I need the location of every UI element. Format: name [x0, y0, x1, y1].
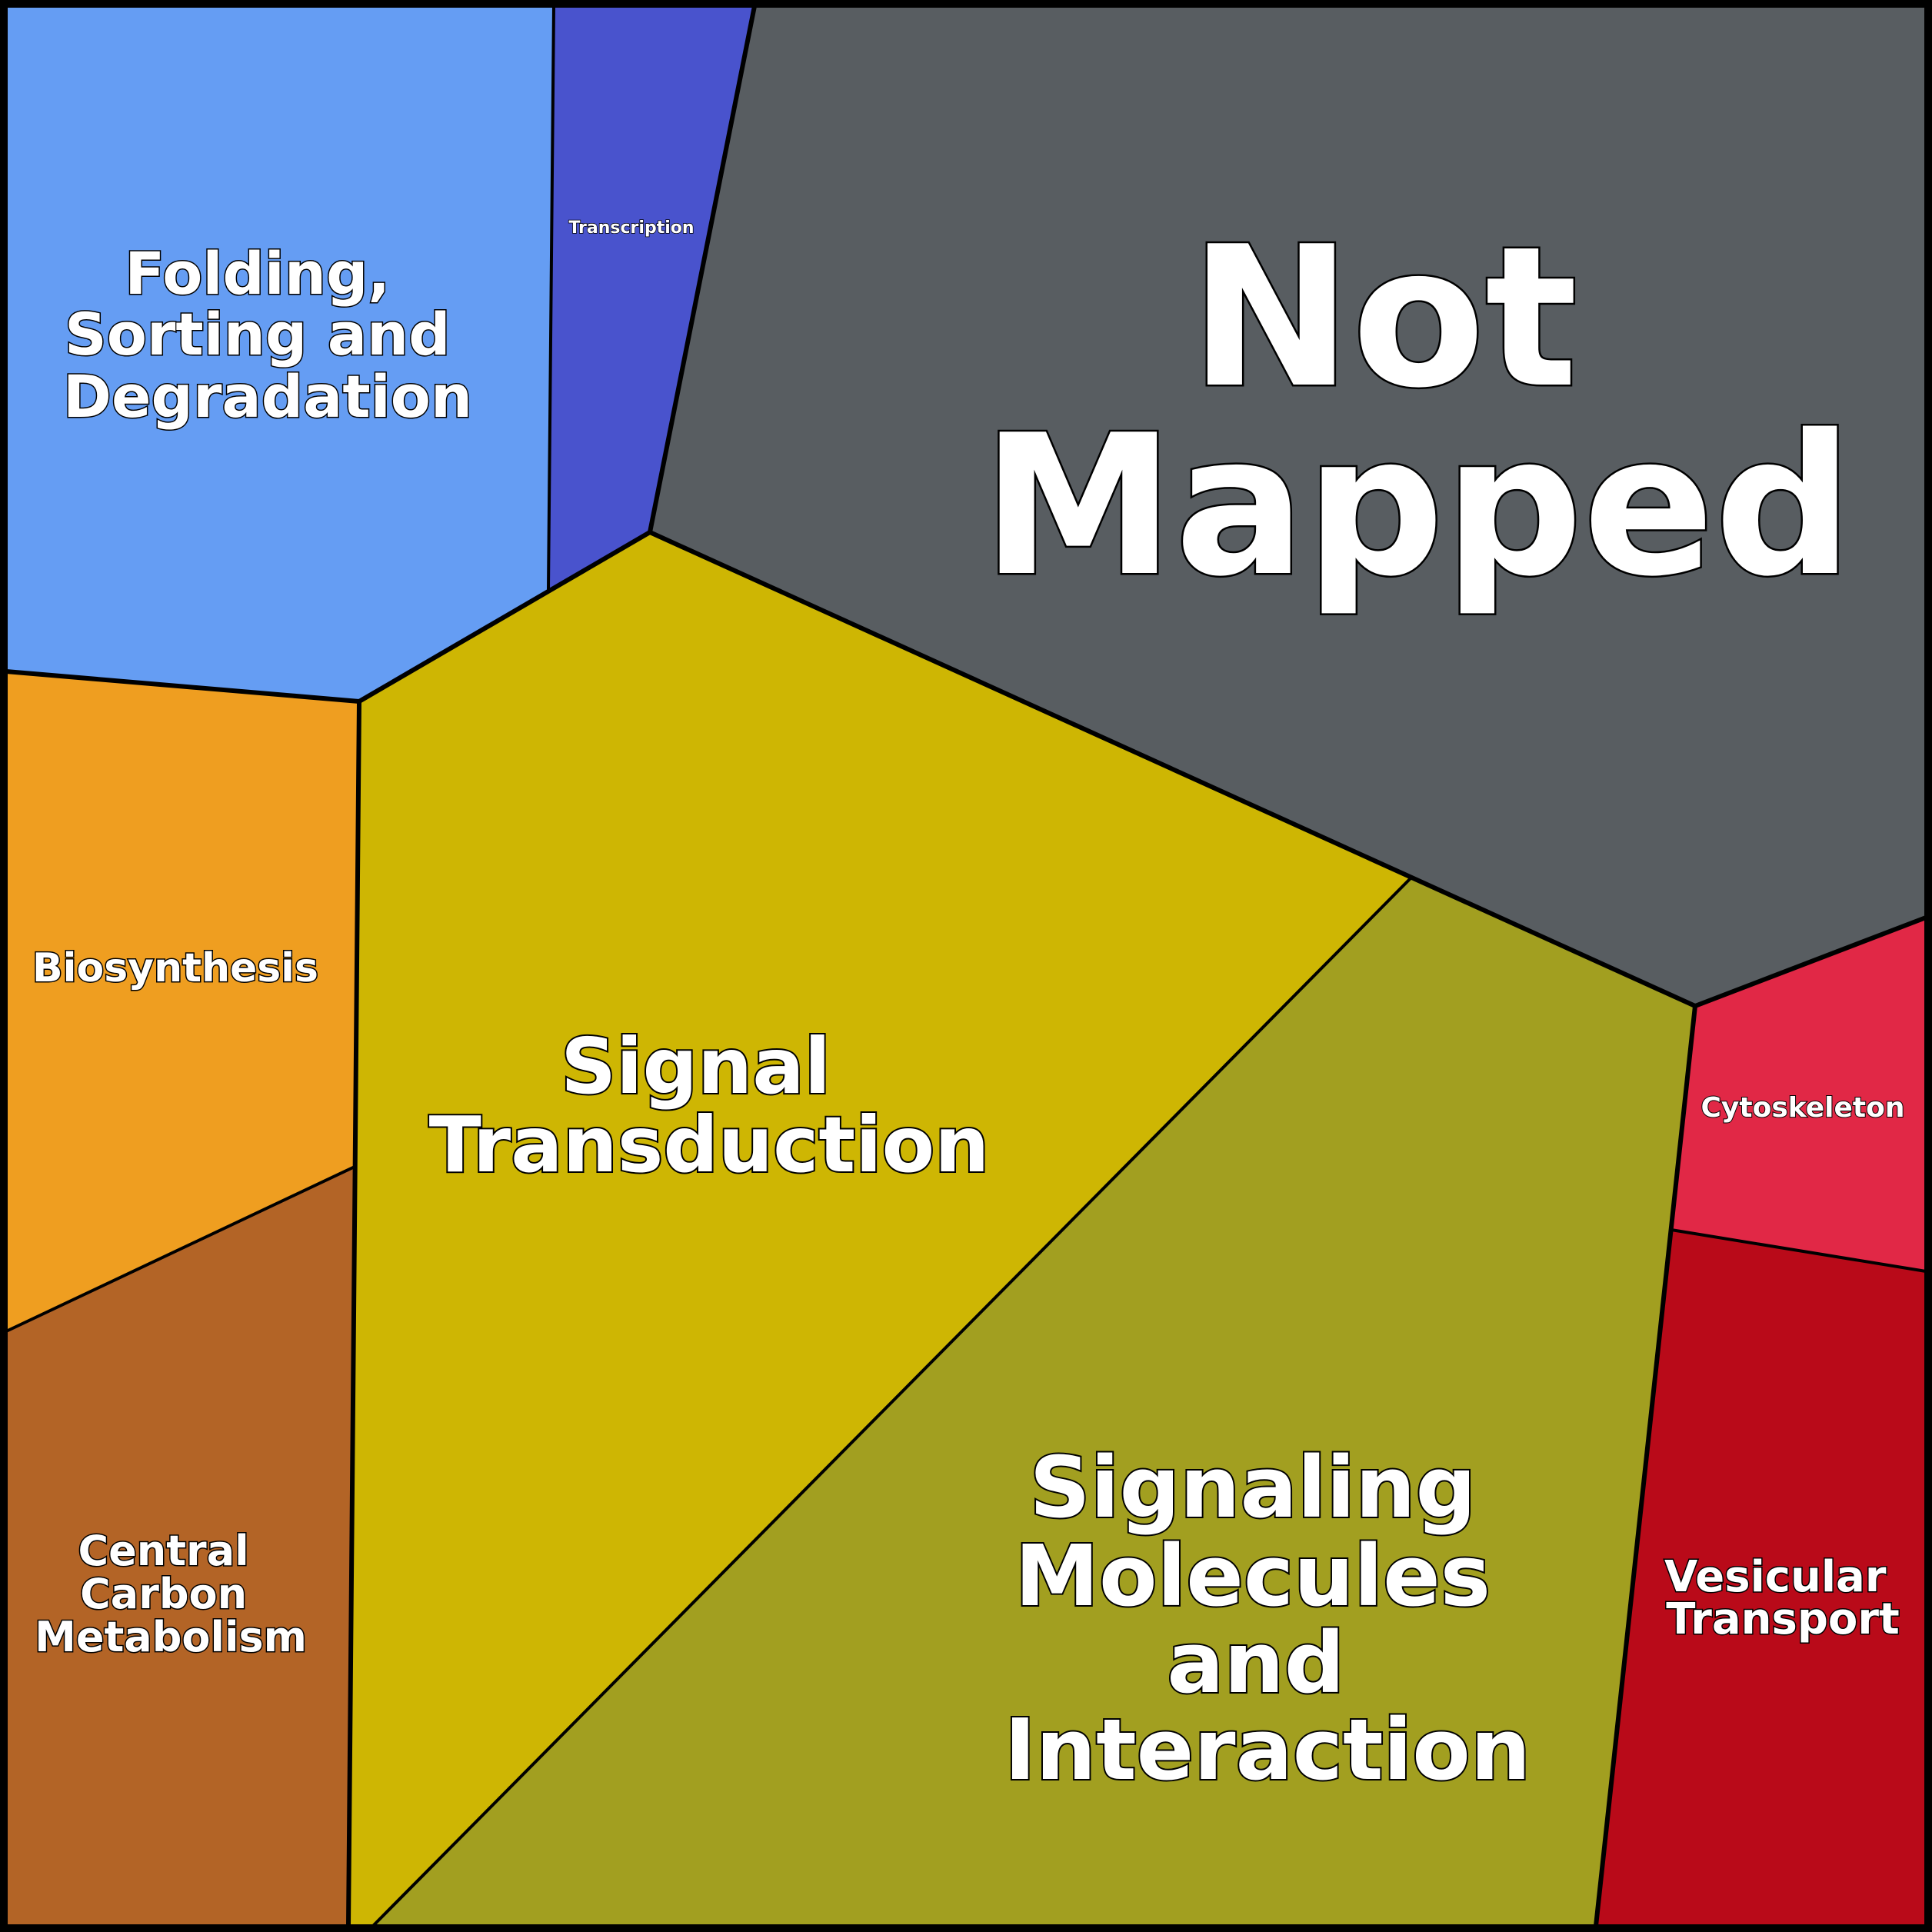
cell-not-mapped-label: Not Mapped	[982, 205, 1854, 619]
border-line	[346, 699, 361, 1928]
border-line	[5, 1165, 356, 1333]
cell-vesicular-label-line: Vesicular	[1664, 1552, 1887, 1602]
border-line	[547, 5, 555, 591]
cell-vesicular[interactable]: Vesicular Transport	[1596, 1230, 1926, 1926]
cell-signal-transduction-shape	[348, 532, 1411, 1926]
cell-biosynthesis-shape	[6, 671, 359, 1331]
cell-cytoskeleton-label: Cytoskeleton	[1701, 1092, 1905, 1124]
cell-transcription-label: Transcription	[568, 218, 694, 238]
border-line	[371, 877, 1412, 1927]
cell-folding-label: Folding, Sorting and Degradation	[63, 239, 472, 431]
cell-central-carbon-label-line: Metabolism	[35, 1613, 307, 1661]
cell-not-mapped-shape	[650, 6, 1926, 1006]
cell-vesicular-label-line: Transport	[1666, 1594, 1900, 1644]
border-line	[648, 4, 1928, 1008]
cell-signaling-molecules-label-line: Interaction	[1004, 1700, 1531, 1799]
cell-folding[interactable]: Folding, Sorting and Degradation	[6, 6, 554, 701]
cell-transcription-label-line: Transcription	[568, 218, 694, 238]
cell-central-carbon[interactable]: Central Carbon Metabolism	[6, 1167, 355, 1926]
cell-cytoskeleton[interactable]: Cytoskeleton	[1671, 918, 1926, 1271]
cell-signaling-molecules-label-line: Signaling	[1030, 1438, 1477, 1537]
cell-folding-shape	[6, 6, 554, 701]
cell-folding-label-line: Degradation	[63, 362, 472, 431]
cell-cytoskeleton-label-line: Cytoskeleton	[1701, 1092, 1905, 1124]
cell-signaling-molecules-shape	[373, 878, 1695, 1926]
cell-folding-label-line: Sorting and	[65, 300, 451, 368]
cell-signaling-molecules-label-line: and	[1167, 1614, 1344, 1712]
cell-not-mapped-label-line: Not	[1190, 205, 1578, 431]
border-line	[1594, 1004, 1697, 1928]
cell-transcription[interactable]: Transcription	[548, 6, 754, 589]
cell-central-carbon-label-line: Carbon	[80, 1570, 247, 1618]
cell-not-mapped[interactable]: Not Mapped	[650, 6, 1926, 1006]
border-line	[1670, 1228, 1927, 1273]
cell-biosynthesis-label-line: Biosynthesis	[32, 945, 318, 991]
cell-signal-transduction-label-line: Signal	[561, 1021, 831, 1111]
cell-signaling-molecules-label-line: Molecules	[1015, 1527, 1491, 1625]
cell-transcription-shape	[548, 6, 754, 589]
cell-biosynthesis[interactable]: Biosynthesis	[6, 671, 359, 1331]
cell-biosynthesis-label: Biosynthesis	[32, 945, 318, 991]
cell-vesicular-shape	[1596, 1230, 1926, 1926]
cell-folding-label-line: Folding,	[125, 239, 390, 308]
cell-signaling-molecules[interactable]: Signaling Molecules and Interaction	[373, 878, 1695, 1926]
cell-central-carbon-label-line: Central	[78, 1527, 249, 1575]
cell-signaling-molecules-label: Signaling Molecules and Interaction	[1004, 1438, 1531, 1799]
cell-signal-transduction-label-line: Transduction	[429, 1100, 990, 1190]
cell-not-mapped-label-line: Mapped	[982, 394, 1854, 619]
cell-signal-transduction[interactable]: Signal Transduction	[348, 532, 1411, 1926]
cell-vesicular-label: Vesicular Transport	[1664, 1552, 1901, 1644]
cell-cytoskeleton-shape	[1671, 918, 1926, 1271]
cell-central-carbon-label: Central Carbon Metabolism	[35, 1527, 307, 1661]
cell-central-carbon-shape	[6, 1167, 355, 1926]
cell-signal-transduction-label: Signal Transduction	[429, 1021, 990, 1190]
